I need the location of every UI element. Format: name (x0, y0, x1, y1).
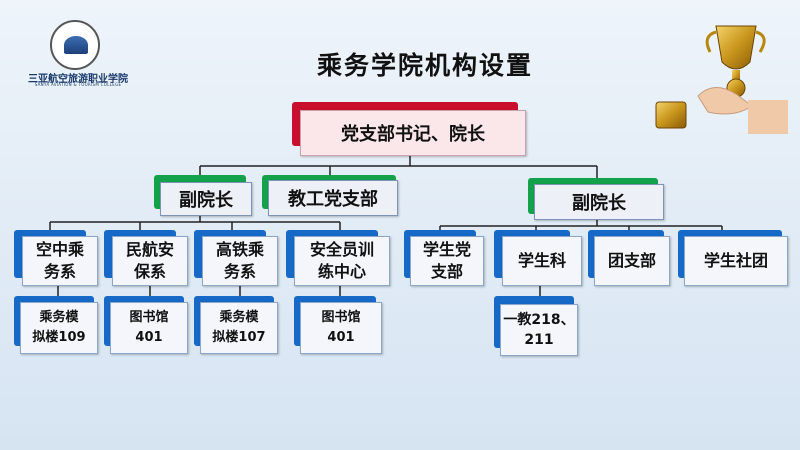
trophy-icon (655, 25, 788, 134)
org-node-cabin-crew-dept: 空中乘 务系 (22, 236, 98, 286)
org-node-deputy-right: 副院长 (534, 184, 664, 220)
org-node-location-cabin-mockup-107: 乘务模 拟楼107 (200, 302, 278, 354)
org-node-location-library-401-a: 图书馆 401 (110, 302, 188, 354)
logo-name: 三亚航空旅游职业学院 (28, 74, 128, 85)
org-node-student-party-branch: 学生党 支部 (410, 236, 484, 286)
org-node-youth-league: 团支部 (594, 236, 670, 286)
org-node-location-teaching-bldg-218-211: 一教218、 211 (500, 304, 578, 356)
logo-subtitle: SANYA AVIATION & TOURISM COLLEGE (34, 82, 122, 87)
org-node-rail-crew-dept: 高铁乘 务系 (202, 236, 278, 286)
org-node-top: 党支部书记、院长 (300, 110, 526, 156)
page-title: 乘务学院机构设置 (316, 51, 533, 80)
org-node-deputy-left: 副院长 (160, 182, 252, 216)
org-node-staff-party-branch: 教工党支部 (268, 180, 398, 216)
org-node-aviation-security-dept: 民航安 保系 (112, 236, 188, 286)
org-node-student-clubs: 学生社团 (684, 236, 788, 286)
org-node-student-affairs: 学生科 (502, 236, 582, 286)
org-node-location-library-401-b: 图书馆 401 (300, 302, 382, 354)
org-node-location-cabin-mockup-109: 乘务模 拟楼109 (20, 302, 98, 354)
college-seal-icon (50, 20, 100, 70)
org-node-security-training-center: 安全员训 练中心 (294, 236, 390, 286)
